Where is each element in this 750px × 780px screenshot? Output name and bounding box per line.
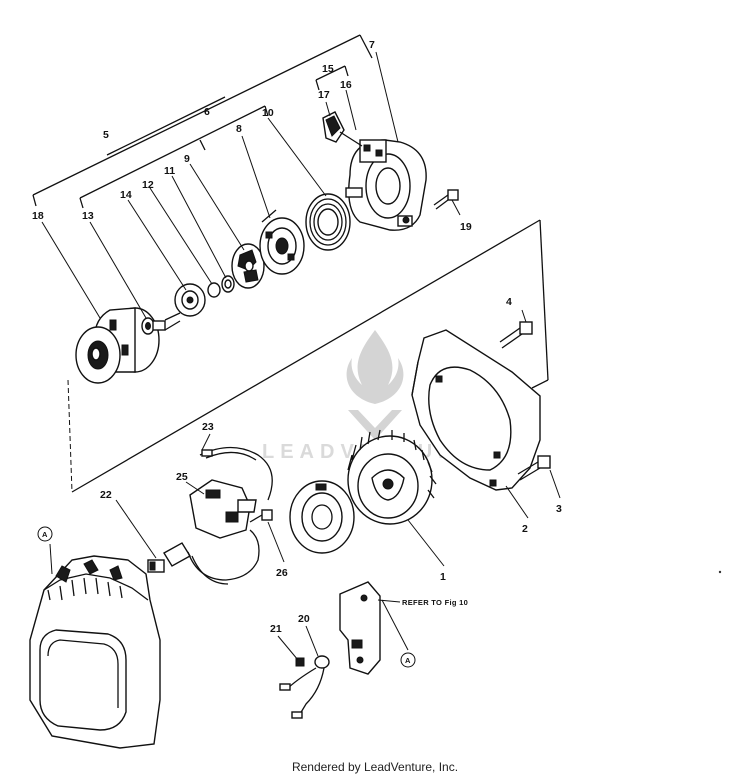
stray-mark bbox=[718, 570, 722, 574]
label-2: 2 bbox=[522, 523, 528, 535]
label-12: 12 bbox=[142, 179, 154, 191]
ref-a-label: A bbox=[405, 656, 411, 665]
label-22: 22 bbox=[100, 489, 112, 501]
part-17-lever bbox=[322, 111, 345, 143]
label-8: 8 bbox=[236, 123, 242, 135]
label-6: 6 bbox=[204, 106, 210, 118]
part-7-starter-housing bbox=[345, 139, 427, 231]
label-20: 20 bbox=[298, 613, 310, 625]
label-18: 18 bbox=[32, 210, 44, 222]
label-4: 4 bbox=[506, 296, 512, 308]
label-1: 1 bbox=[440, 571, 446, 583]
part-11-washer bbox=[221, 275, 235, 293]
part-4-screw bbox=[499, 321, 533, 349]
part-16-pin bbox=[339, 131, 363, 147]
part-14-retainer bbox=[174, 283, 206, 317]
label-16: 16 bbox=[340, 79, 352, 91]
label-11: 11 bbox=[164, 165, 175, 177]
ref-marker-a-right: A bbox=[400, 652, 416, 668]
label-23: 23 bbox=[202, 421, 214, 433]
part-labels: 7 15 17 16 6 10 8 5 9 11 12 14 13 18 19 … bbox=[32, 39, 562, 635]
label-3: 3 bbox=[556, 503, 562, 515]
label-21: 21 bbox=[270, 623, 282, 635]
label-17: 17 bbox=[318, 89, 330, 101]
part-9-pawl-gear bbox=[231, 243, 265, 289]
label-7: 7 bbox=[369, 39, 375, 51]
ref-a-label: A bbox=[42, 530, 48, 539]
part-21-screw bbox=[295, 657, 305, 667]
part-26-screw bbox=[249, 509, 273, 523]
part-10-spring bbox=[305, 193, 351, 251]
refer-note: REFER TO Fig 10 bbox=[402, 598, 468, 607]
label-19: 19 bbox=[460, 221, 472, 233]
part-13-screw bbox=[141, 312, 181, 335]
part-19-screw bbox=[433, 189, 459, 210]
label-9: 9 bbox=[184, 153, 190, 165]
part-1-flywheel bbox=[347, 429, 437, 525]
label-25: 25 bbox=[176, 471, 188, 483]
footer-credit: Rendered by LeadVenture, Inc. bbox=[291, 760, 459, 774]
part-3-screw bbox=[517, 455, 551, 481]
label-26: 26 bbox=[276, 567, 288, 579]
engine-block bbox=[29, 555, 161, 749]
label-14: 14 bbox=[120, 189, 132, 201]
part-8-pulley bbox=[259, 209, 305, 275]
part-22-spark-plug bbox=[147, 529, 260, 585]
part-2-blower-housing bbox=[411, 329, 541, 491]
label-13: 13 bbox=[82, 210, 94, 222]
label-10: 10 bbox=[262, 107, 274, 119]
label-15: 15 bbox=[322, 63, 334, 75]
part-12-washer bbox=[207, 282, 221, 298]
part-20-switch bbox=[279, 581, 381, 719]
label-5: 5 bbox=[103, 129, 109, 141]
leader-lines bbox=[41, 51, 561, 661]
assembly-brackets bbox=[32, 34, 373, 209]
housing-bracket bbox=[67, 219, 549, 493]
part-25-ignition-module bbox=[189, 446, 273, 539]
part-18-starter-cup bbox=[75, 307, 160, 384]
ref-marker-a-left: A bbox=[37, 526, 53, 542]
magnet-ring bbox=[289, 480, 355, 554]
